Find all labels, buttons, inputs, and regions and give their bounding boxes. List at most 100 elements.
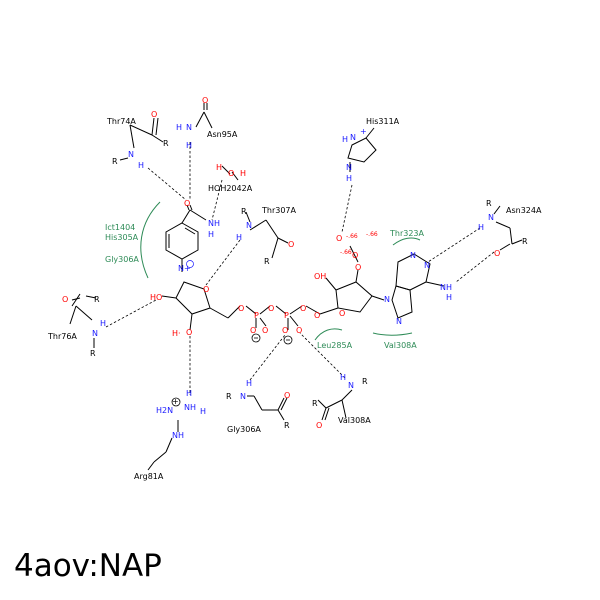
svg-text:N: N xyxy=(396,317,402,326)
svg-text:H: H xyxy=(478,223,484,232)
svg-text:R: R xyxy=(112,157,118,166)
svg-text:N: N xyxy=(488,213,494,222)
label-arg81a: Arg81A xyxy=(134,472,164,481)
svg-text:NH: NH xyxy=(440,283,452,292)
label-thr323a-green: Thr323A xyxy=(389,229,425,238)
svg-text:N: N xyxy=(424,261,430,270)
svg-text:H: H xyxy=(186,141,192,150)
atom-labels: O R N H R O H N H H O H O NH H N+ O HO H… xyxy=(62,96,528,440)
svg-text:H: H xyxy=(240,169,246,178)
svg-text:H: H xyxy=(100,319,106,328)
svg-text:H: H xyxy=(200,407,206,416)
svg-text:H·: H· xyxy=(172,329,181,338)
residue-labels: Thr74A Asn95A His311A HOH2042A Thr307A A… xyxy=(47,117,542,481)
svg-text:O: O xyxy=(352,251,358,260)
label-val308a-bottom: Val308A xyxy=(338,416,371,425)
hbond-thr76-o xyxy=(105,299,157,328)
svg-text:H: H xyxy=(176,123,182,132)
svg-text:R: R xyxy=(486,199,492,208)
hbond-val308-o xyxy=(299,332,346,379)
svg-text:P: P xyxy=(284,311,289,320)
svg-text:O: O xyxy=(202,96,208,105)
svg-text:R: R xyxy=(94,295,100,304)
hydrophobic-arc-leu285 xyxy=(314,328,343,341)
svg-text:O: O xyxy=(262,326,268,335)
svg-text:O: O xyxy=(314,311,320,320)
svg-text:O: O xyxy=(336,234,342,243)
hbond-thr74-o xyxy=(147,167,187,201)
svg-text:N: N xyxy=(240,392,246,401)
svg-text:N: N xyxy=(346,163,352,172)
charge-2: -.66 xyxy=(366,231,378,238)
label-gly306a-green: Gly306A xyxy=(105,255,139,264)
svg-text:NH: NH xyxy=(172,431,184,440)
label-asn324a: Asn324A xyxy=(506,206,542,215)
label-his311a: His311A xyxy=(366,117,400,126)
hbond-asn324-n xyxy=(427,227,481,263)
label-asn95a: Asn95A xyxy=(207,130,238,139)
hydrophobic-arc-left xyxy=(140,201,161,279)
svg-text:H: H xyxy=(340,373,346,382)
svg-text:O: O xyxy=(339,309,345,318)
svg-text:R: R xyxy=(312,399,318,408)
svg-text:O: O xyxy=(151,110,157,119)
svg-text:O: O xyxy=(268,304,274,313)
svg-text:O: O xyxy=(203,285,209,294)
residue-bonds xyxy=(69,103,523,471)
svg-text:O: O xyxy=(316,421,322,430)
svg-text:O: O xyxy=(355,263,361,272)
svg-text:N: N xyxy=(128,150,134,159)
hbond-hoh-nh xyxy=(211,179,223,221)
svg-text:N: N xyxy=(410,251,416,260)
ribose-ring-2 xyxy=(335,281,373,313)
svg-text:+: + xyxy=(172,397,179,406)
plus-circle-arg xyxy=(171,397,181,407)
svg-text:H: H xyxy=(216,163,222,172)
svg-text:R: R xyxy=(522,237,528,246)
svg-text:H: H xyxy=(186,389,192,398)
svg-text:R: R xyxy=(241,207,247,216)
svg-text:O: O xyxy=(184,199,190,208)
svg-text:+: + xyxy=(360,127,367,136)
ribose-ring-1 xyxy=(175,281,211,315)
svg-text:H2N: H2N xyxy=(156,406,173,415)
charge-3: -.66 xyxy=(340,249,352,256)
svg-text:O: O xyxy=(300,304,306,313)
svg-text:O: O xyxy=(228,169,234,178)
svg-text:H: H xyxy=(246,379,252,388)
svg-text:N+: N+ xyxy=(178,264,191,273)
svg-text:H: H xyxy=(446,293,452,302)
label-gly306a-bottom: Gly306A xyxy=(227,425,261,434)
svg-text:H: H xyxy=(342,135,348,144)
svg-text:H: H xyxy=(138,161,144,170)
svg-text:HO: HO xyxy=(150,293,162,302)
hbond-asn324-nh xyxy=(455,251,495,283)
adenine-ring-5 xyxy=(391,285,413,319)
svg-text:N: N xyxy=(186,123,192,132)
svg-text:OH: OH xyxy=(314,272,326,281)
label-thr76a: Thr76A xyxy=(47,332,77,341)
hbond-gly306-o xyxy=(249,334,286,381)
caption: 4aov:NAP xyxy=(14,548,162,584)
svg-text:P: P xyxy=(254,311,259,320)
svg-text:O: O xyxy=(186,328,192,337)
charge-symbols xyxy=(171,260,293,407)
svg-text:NH: NH xyxy=(184,403,196,412)
hydrophobic-contacts xyxy=(140,201,421,341)
label-val308a-green: Val308A xyxy=(384,341,417,350)
label-his305a: His305A xyxy=(105,233,139,242)
svg-text:O: O xyxy=(284,391,290,400)
svg-text:N: N xyxy=(348,381,354,390)
svg-text:R: R xyxy=(284,421,290,430)
svg-text:O: O xyxy=(282,326,288,335)
minus-circle-2 xyxy=(283,335,293,345)
svg-text:O: O xyxy=(288,240,294,249)
svg-text:O: O xyxy=(238,304,244,313)
his311-ring xyxy=(347,137,377,163)
label-thr307a: Thr307A xyxy=(261,206,297,215)
svg-text:R: R xyxy=(226,392,232,401)
charge-1: -.66 xyxy=(346,233,358,240)
svg-text:H: H xyxy=(346,174,352,183)
svg-text:O: O xyxy=(250,326,256,335)
